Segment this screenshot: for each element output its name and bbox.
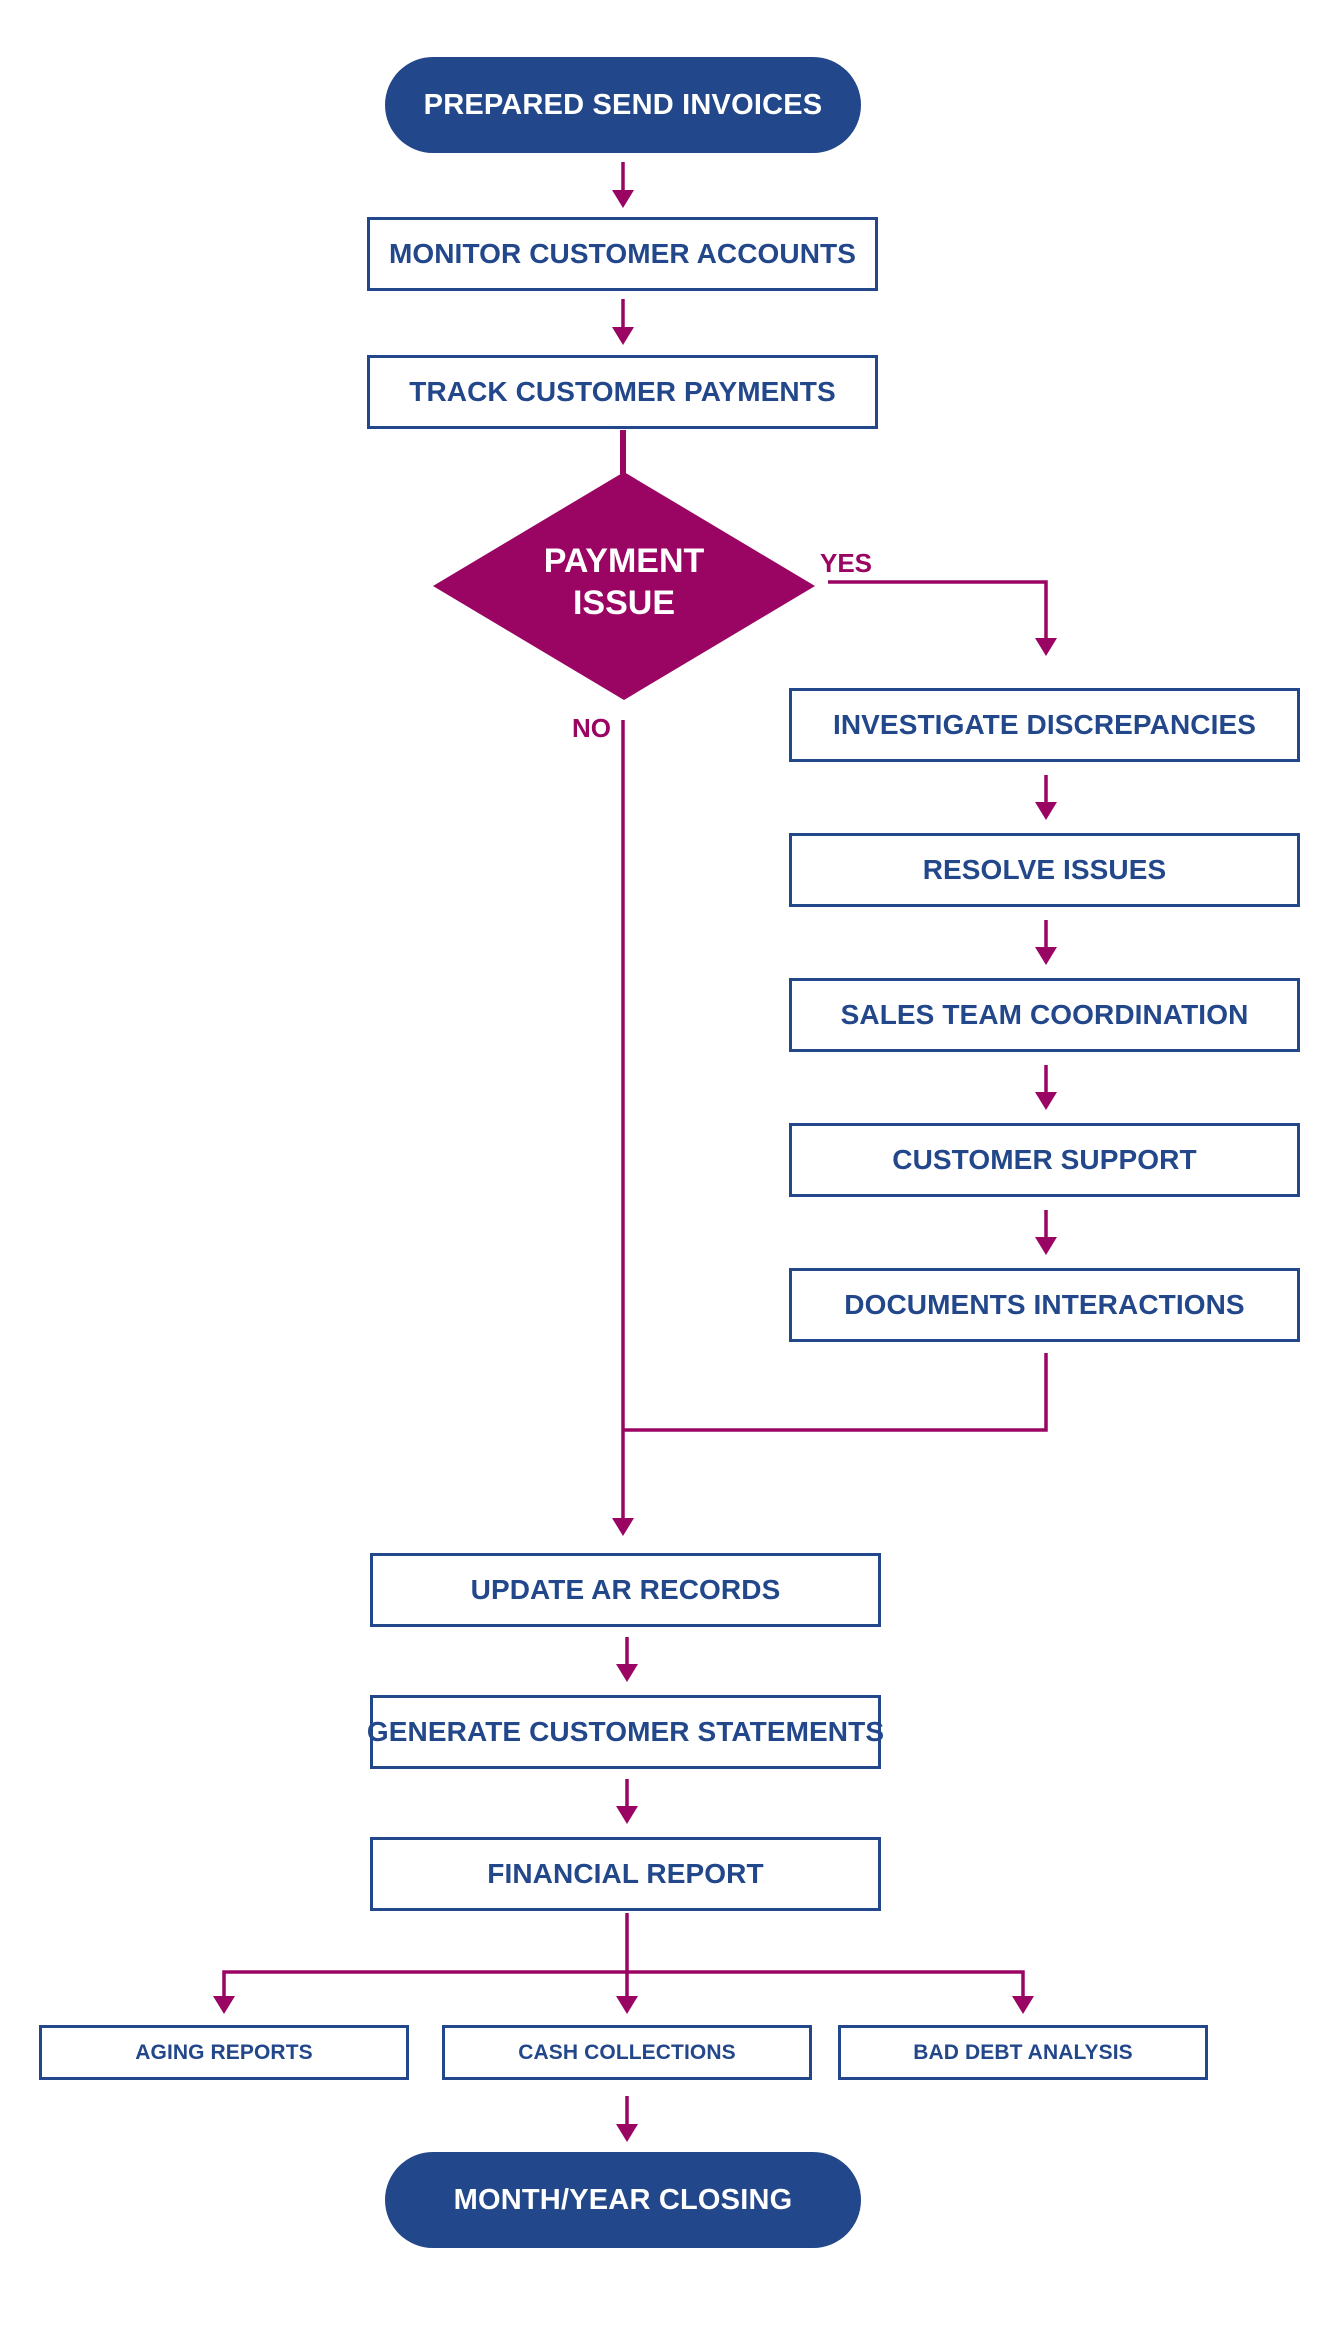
step-financial-report: FINANCIAL REPORT: [370, 1837, 881, 1911]
step-documents-interactions: DOCUMENTS INTERACTIONS: [789, 1268, 1300, 1342]
report-bad-debt-analysis: BAD DEBT ANALYSIS: [838, 2025, 1208, 2080]
connector-yes-branch: [828, 580, 1048, 640]
arrow-to-monitor: [612, 190, 634, 208]
arrow-to-track: [612, 327, 634, 345]
arrow-to-documents: [1035, 1237, 1057, 1255]
no-label: NO: [572, 713, 611, 743]
arrow-to-sales: [1035, 947, 1057, 965]
step-track-customer-payments: TRACK CUSTOMER PAYMENTS: [367, 355, 878, 429]
step-customer-support: CUSTOMER SUPPORT: [789, 1123, 1300, 1197]
step-resolve-issues: RESOLVE ISSUES: [789, 833, 1300, 907]
arrow-to-support: [1035, 1092, 1057, 1110]
arrow-to-generate: [616, 1664, 638, 1682]
connector-reports-bus: [222, 1970, 1025, 2000]
arrow-to-end: [616, 2124, 638, 2142]
arrow-to-cash: [616, 1996, 638, 2014]
arrow-to-aging: [213, 1996, 235, 2014]
step-sales-team-coordination: SALES TEAM COORDINATION: [789, 978, 1300, 1052]
report-cash-collections: CASH COLLECTIONS: [442, 2025, 812, 2080]
arrow-to-update: [612, 1518, 634, 1536]
yes-label: YES: [820, 548, 873, 578]
arrow-to-resolve: [1035, 802, 1057, 820]
decision-label-line2: ISSUE: [572, 584, 676, 622]
decision-label-line1: PAYMENT: [543, 542, 705, 580]
step-monitor-customer-accounts: MONITOR CUSTOMER ACCOUNTS: [367, 217, 878, 291]
arrow-to-investigate: [1035, 638, 1057, 656]
step-update-ar-records: UPDATE AR RECORDS: [370, 1553, 881, 1627]
arrow-to-financial: [616, 1806, 638, 1824]
decision-label: PAYMENT ISSUE: [433, 540, 815, 624]
step-generate-customer-statements: GENERATE CUSTOMER STATEMENTS: [367, 1695, 884, 1769]
end-terminal: MONTH/YEAR CLOSING: [385, 2152, 861, 2248]
step-investigate-discrepancies: INVESTIGATE DISCREPANCIES: [789, 688, 1300, 762]
decision-payment-issue: PAYMENT ISSUE: [433, 472, 815, 700]
report-aging-reports: AGING REPORTS: [39, 2025, 409, 2080]
arrow-to-baddebt: [1012, 1996, 1034, 2014]
start-terminal: PREPARED SEND INVOICES: [385, 57, 861, 153]
connector-documents-merge: [623, 1353, 1048, 1432]
